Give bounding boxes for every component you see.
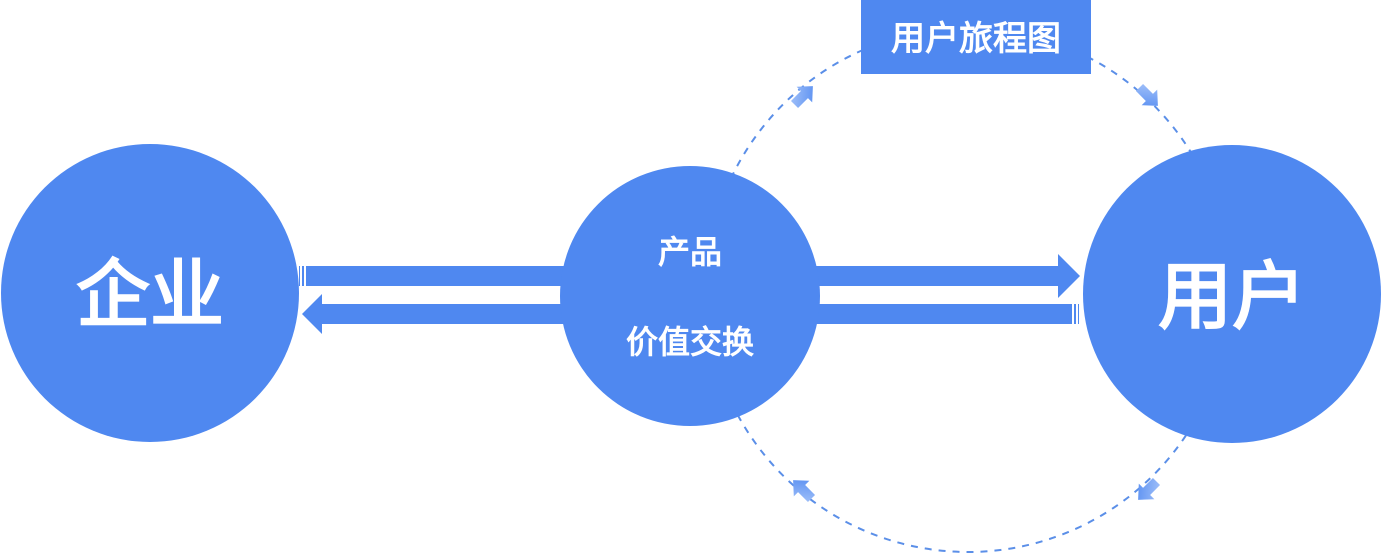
exchange-label-product: 产品 — [658, 233, 722, 271]
loop-arrow-bottom-right-icon — [1138, 477, 1161, 500]
exchange-label-value: 价值交换 — [626, 323, 754, 361]
enterprise-label: 企业 — [76, 252, 224, 338]
arrow-to-enterprise-icon — [302, 294, 568, 334]
journey-badge-label: 用户旅程图 — [891, 19, 1061, 59]
user-node: 用户 — [1083, 145, 1381, 443]
loop-arrow-top-left-icon — [790, 86, 813, 109]
journey-badge: 用户旅程图 — [861, 0, 1091, 74]
arrow-to-user-icon — [808, 254, 1080, 298]
user-label: 用户 — [1158, 254, 1306, 340]
loop-arrow-bottom-left-icon — [793, 480, 816, 503]
arrow-from-user-tail-icon — [808, 304, 1079, 324]
exchange-node: 产品 价值交换 — [560, 166, 820, 426]
arrow-to-enterprise-right-icon — [299, 266, 568, 286]
loop-arrow-top-right-icon — [1135, 83, 1158, 106]
enterprise-node: 企业 — [1, 144, 299, 442]
